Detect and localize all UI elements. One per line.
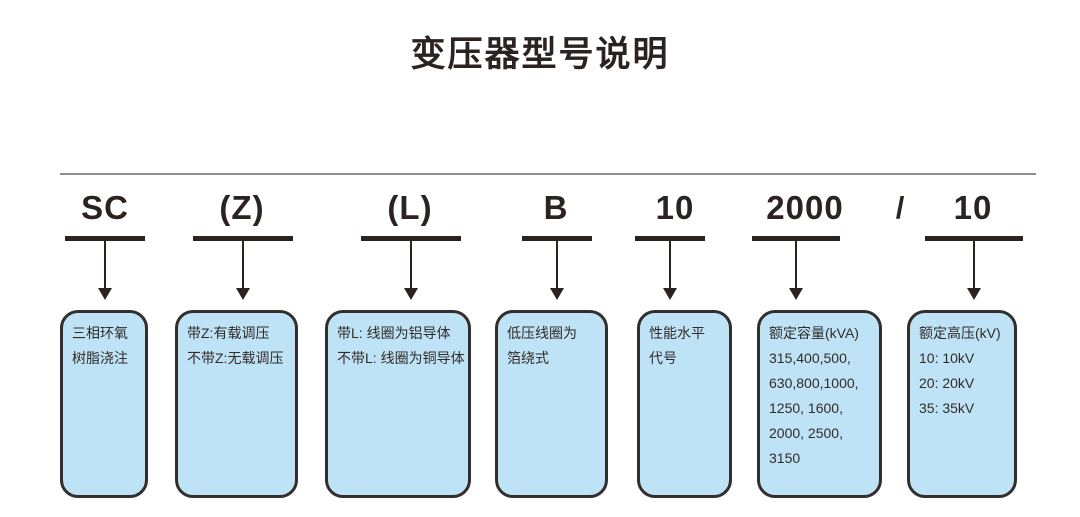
code-label-b: B — [543, 189, 569, 226]
description-box-z: 带Z:有载调压 不带Z:无载调压 — [175, 310, 298, 498]
description-text: 性能水平 代号 — [649, 325, 705, 366]
underline-bar — [361, 236, 461, 241]
top-divider-line — [60, 173, 1036, 175]
down-arrow-icon — [967, 241, 981, 300]
code-label-voltage: 10 — [953, 189, 993, 226]
page-title: 变压器型号说明 — [410, 35, 670, 74]
underline-bar — [925, 236, 1023, 241]
underline-bar — [635, 236, 705, 241]
description-text: 带Z:有载调压 不带Z:无载调压 — [187, 325, 284, 366]
down-arrow-icon — [550, 241, 564, 300]
description-text: 低压线圈为 箔绕式 — [507, 325, 577, 366]
description-text: 带L: 线圈为铝导体 不带L: 线圈为铜导体 — [337, 325, 465, 366]
code-label-performance: 10 — [655, 189, 695, 226]
description-text: 三相环氧 树脂浇注 — [72, 325, 128, 366]
description-box-capacity: 额定容量(kVA) 315,400,500, 630,800,1000, 125… — [757, 310, 882, 498]
slash-separator: / — [895, 190, 905, 225]
description-box-l: 带L: 线圈为铝导体 不带L: 线圈为铜导体 — [325, 310, 471, 498]
underline-bar — [522, 236, 592, 241]
code-label-l: (L) — [387, 189, 433, 226]
code-label-sc: SC — [81, 189, 129, 226]
underline-bar — [752, 236, 840, 241]
down-arrow-icon — [789, 241, 803, 300]
description-box-performance: 性能水平 代号 — [637, 310, 732, 498]
description-text: 额定容量(kVA) 315,400,500, 630,800,1000, 125… — [769, 325, 859, 466]
down-arrow-icon — [98, 241, 112, 300]
description-box-b: 低压线圈为 箔绕式 — [495, 310, 608, 498]
code-label-capacity: 2000 — [766, 189, 844, 226]
down-arrow-icon — [663, 241, 677, 300]
underline-bar — [65, 236, 145, 241]
code-label-z: (Z) — [219, 189, 265, 226]
underline-bar — [193, 236, 293, 241]
down-arrow-icon — [236, 241, 250, 300]
description-box-voltage: 额定高压(kV) 10: 10kV 20: 20kV 35: 35kV — [907, 310, 1017, 498]
down-arrow-icon — [404, 241, 418, 300]
description-text: 额定高压(kV) 10: 10kV 20: 20kV 35: 35kV — [919, 325, 1001, 416]
description-box-sc: 三相环氧 树脂浇注 — [60, 310, 148, 498]
